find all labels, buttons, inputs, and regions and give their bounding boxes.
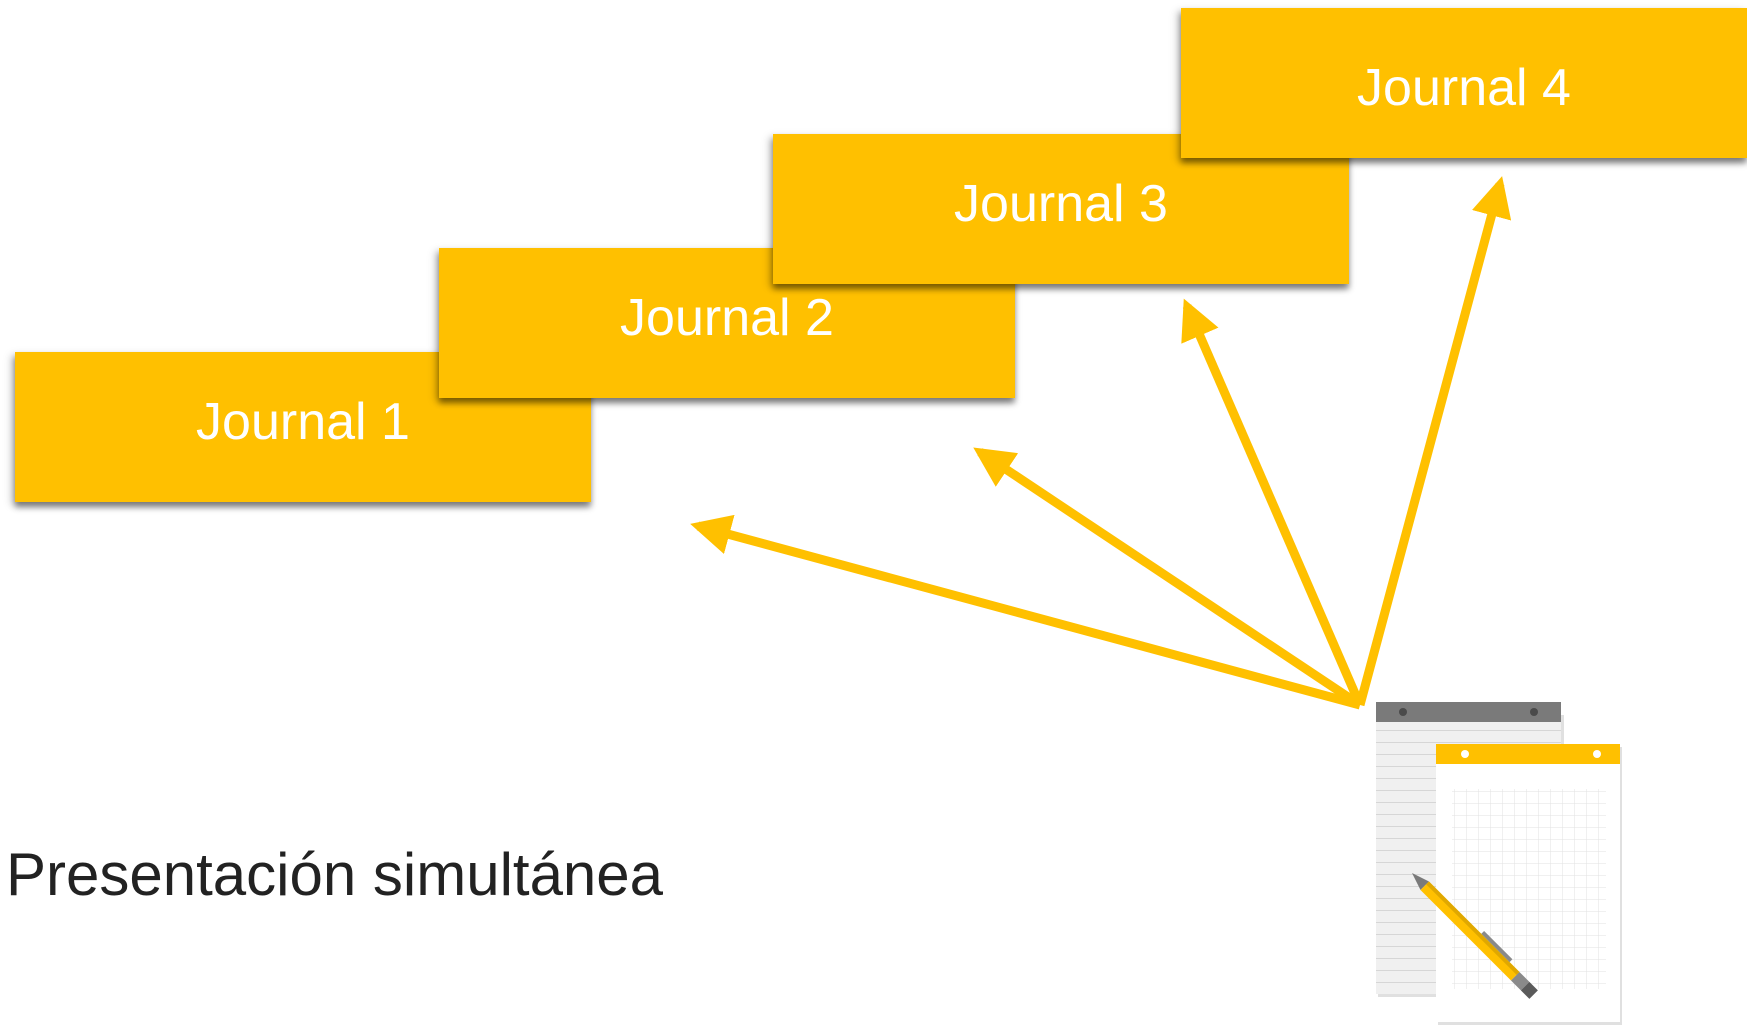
journal-1-label: Journal 1 [196,393,410,451]
journal-3-box: Journal 3 [773,134,1349,284]
journal-4-label: Journal 4 [1357,59,1571,117]
caption-text: Presentación simultánea [6,841,664,908]
arrow-to-journal-4-icon [1355,176,1512,707]
journal-4-box: Journal 4 [1181,8,1747,158]
journal-2-label: Journal 2 [620,289,834,347]
journal-3-label: Journal 3 [954,175,1168,233]
arrow-to-journal-2-icon [973,447,1363,709]
notepad-pencil-icon [1376,702,1622,1025]
arrow-to-journal-1-icon [690,514,1362,710]
arrow-to-journal-3-icon [1181,298,1365,707]
